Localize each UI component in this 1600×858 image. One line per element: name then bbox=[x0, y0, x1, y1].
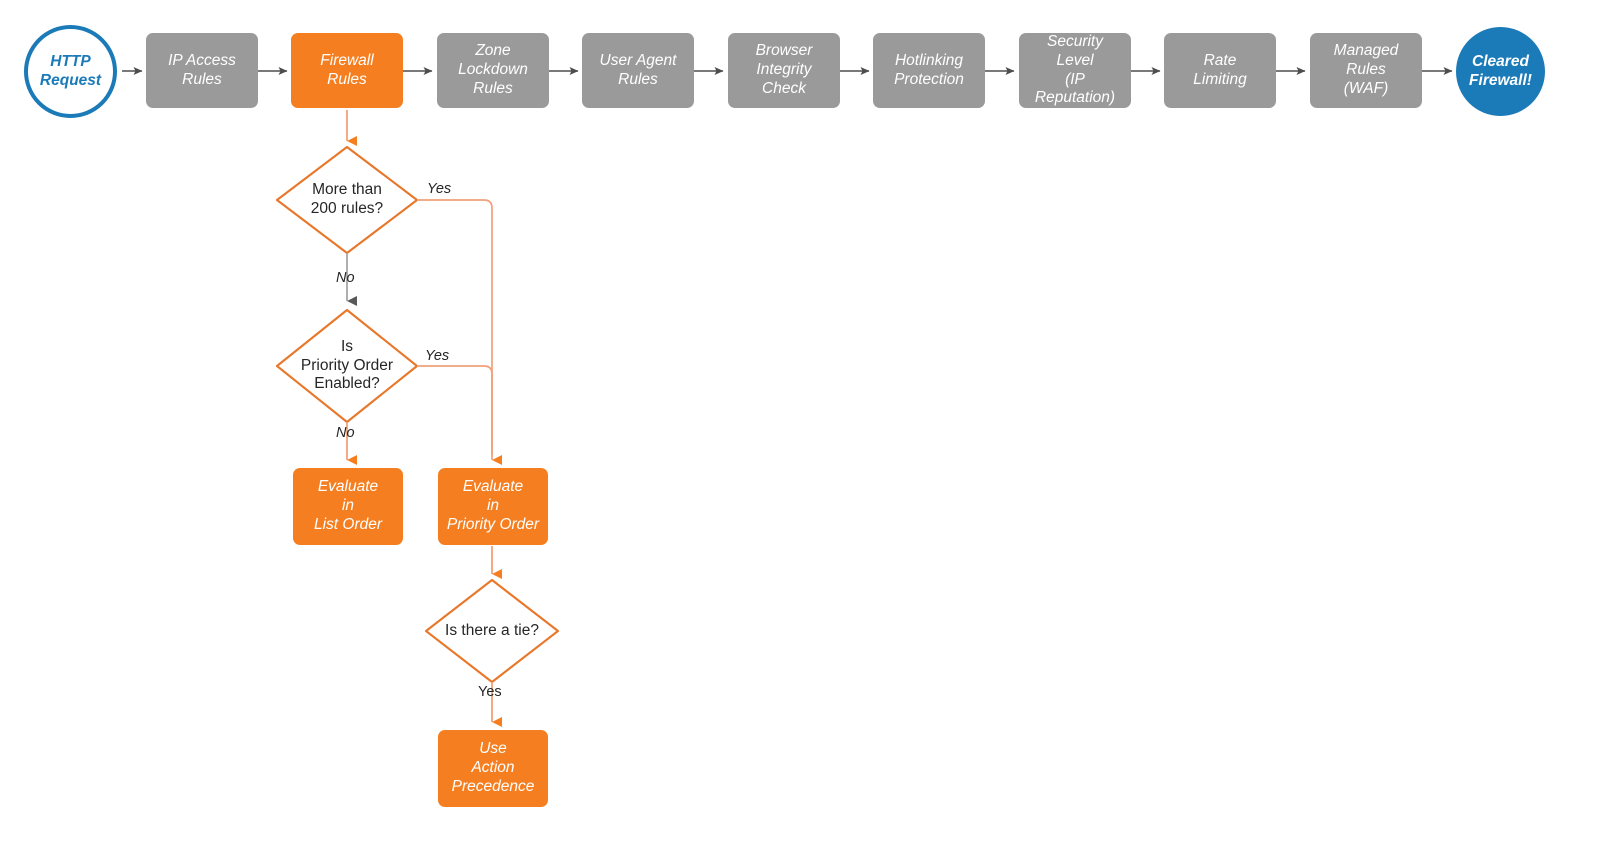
decision-priority-order-enabled-label: Is Priority Order Enabled? bbox=[300, 337, 394, 393]
node-ip-access-rules[interactable]: IP Access Rules bbox=[146, 33, 258, 108]
node-hotlinking-protection-label: Hotlinking Protection bbox=[894, 51, 964, 88]
node-rate-limiting[interactable]: Rate Limiting bbox=[1164, 33, 1276, 108]
node-use-action-precedence[interactable]: Use Action Precedence bbox=[438, 730, 548, 807]
node-use-action-precedence-label: Use Action Precedence bbox=[451, 740, 535, 795]
node-ip-access-rules-label: IP Access Rules bbox=[168, 51, 236, 88]
edge-label-tie-yes: Yes bbox=[478, 684, 502, 700]
edge-priority-yes bbox=[417, 365, 493, 455]
node-rate-limiting-label: Rate Limiting bbox=[1193, 51, 1247, 88]
node-browser-integrity-check[interactable]: Browser Integrity Check bbox=[728, 33, 840, 108]
node-evaluate-list-order[interactable]: Evaluate in List Order bbox=[293, 468, 403, 545]
edge-label-more-than-200-yes: Yes bbox=[427, 181, 452, 197]
node-http-request-label: HTTP Request bbox=[39, 52, 102, 89]
node-managed-rules-waf-label: Managed Rules (WAF) bbox=[1333, 42, 1399, 97]
node-user-agent-rules-label: User Agent Rules bbox=[599, 51, 677, 88]
node-evaluate-list-order-label: Evaluate in List Order bbox=[313, 478, 383, 533]
node-firewall-rules-label: Firewall Rules bbox=[320, 51, 374, 88]
node-http-request[interactable]: HTTP Request bbox=[24, 25, 117, 118]
node-evaluate-priority-order-label: Evaluate in Priority Order bbox=[446, 478, 540, 533]
node-cleared-firewall[interactable]: Cleared Firewall! bbox=[1456, 27, 1545, 116]
node-cleared-firewall-label: Cleared Firewall! bbox=[1469, 52, 1532, 89]
edge-label-priority-order-no: No bbox=[336, 425, 355, 441]
node-firewall-rules[interactable]: Firewall Rules bbox=[291, 33, 403, 108]
node-security-level[interactable]: Security Level (IP Reputation) bbox=[1019, 33, 1131, 108]
decision-more-than-200-rules[interactable]: More than 200 rules? bbox=[277, 147, 417, 253]
edge-200rules-yes bbox=[417, 199, 502, 465]
decision-is-there-a-tie[interactable]: Is there a tie? bbox=[426, 580, 558, 682]
node-zone-lockdown-rules-label: Zone Lockdown Rules bbox=[458, 42, 528, 97]
edge-label-more-than-200-no: No bbox=[336, 270, 355, 286]
decision-is-there-a-tie-label: Is there a tie? bbox=[445, 621, 539, 639]
node-user-agent-rules[interactable]: User Agent Rules bbox=[582, 33, 694, 108]
node-zone-lockdown-rules[interactable]: Zone Lockdown Rules bbox=[437, 33, 549, 108]
node-managed-rules-waf[interactable]: Managed Rules (WAF) bbox=[1310, 33, 1422, 108]
node-security-level-label: Security Level (IP Reputation) bbox=[1034, 32, 1116, 107]
edge-label-priority-order-yes: Yes bbox=[425, 348, 450, 364]
node-browser-integrity-check-label: Browser Integrity Check bbox=[755, 42, 813, 97]
node-hotlinking-protection[interactable]: Hotlinking Protection bbox=[873, 33, 985, 108]
decision-more-than-200-rules-label: More than 200 rules? bbox=[310, 181, 384, 217]
decision-priority-order-enabled[interactable]: Is Priority Order Enabled? bbox=[277, 310, 417, 422]
node-evaluate-priority-order[interactable]: Evaluate in Priority Order bbox=[438, 468, 548, 545]
